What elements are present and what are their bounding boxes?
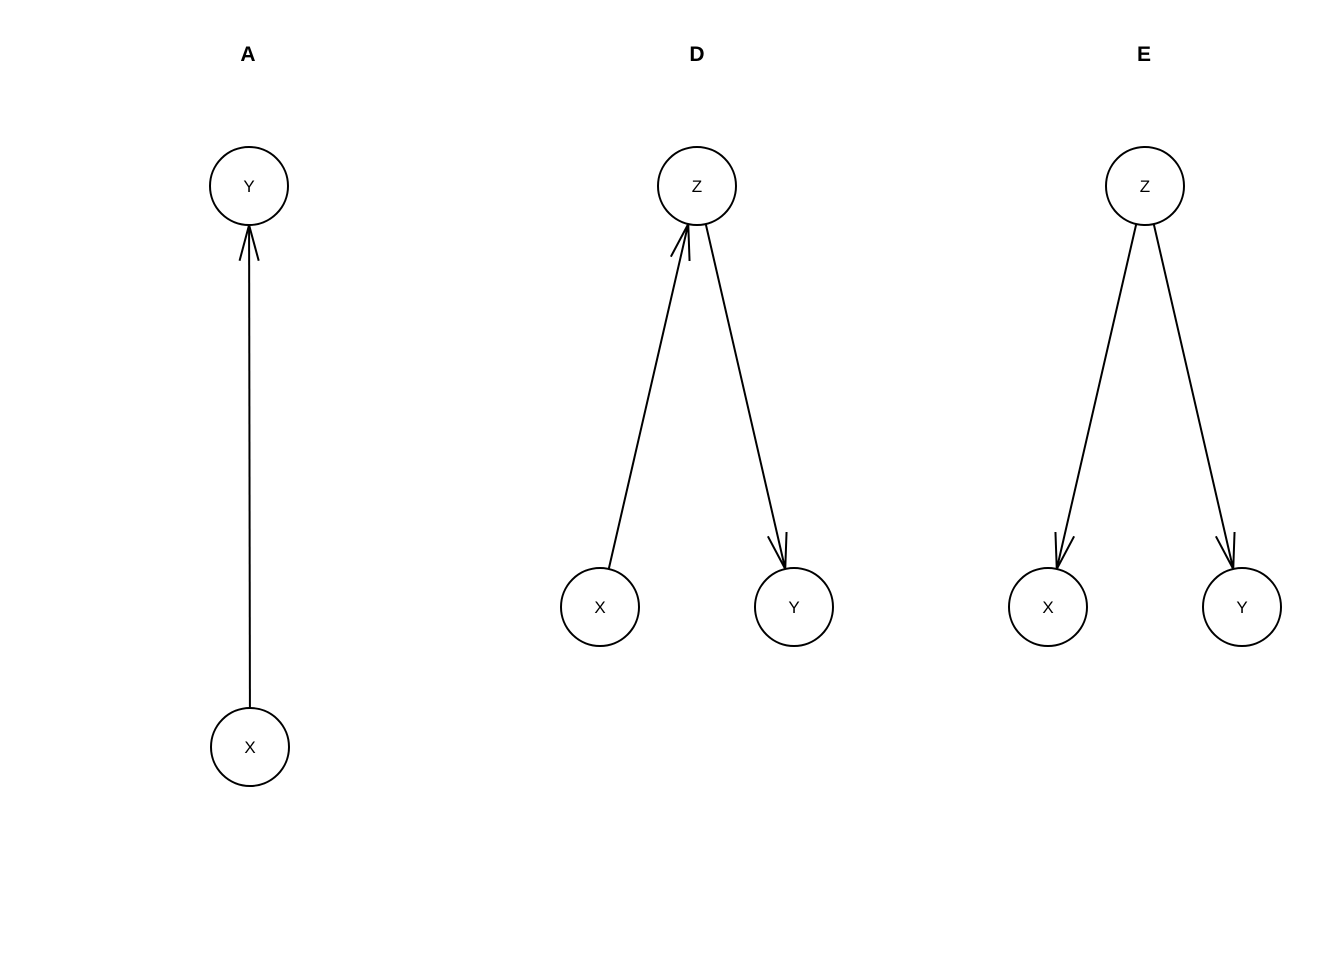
node-E-Y	[1202, 567, 1282, 647]
arrowhead-barb-right-E-Y	[1215, 535, 1235, 570]
arrowhead-barb-right-A-Y	[248, 224, 260, 261]
node-label-E-Z: Z	[1140, 177, 1150, 196]
edge-E-Z-to-Y	[1152, 223, 1235, 570]
node-label-A-X: X	[244, 738, 255, 757]
arrowhead-barb-left-E-X	[1055, 535, 1075, 570]
arrowhead-barb-right-D-Z	[687, 223, 691, 262]
edge-D-Z-to-Y	[704, 223, 787, 570]
node-label-E-X: X	[1042, 598, 1053, 617]
arrowhead-barb-right-E-X	[1054, 531, 1058, 570]
panel-title-A: A	[240, 43, 255, 66]
panel-title-D: D	[689, 43, 704, 66]
node-label-D-Z: Z	[692, 177, 702, 196]
node-A-X	[210, 707, 290, 787]
edge-A-X-to-Y	[248, 224, 251, 709]
edge-E-Z-to-X	[1055, 223, 1138, 570]
panel-title-E: E	[1137, 43, 1151, 66]
node-label-E-Y: Y	[1236, 598, 1247, 617]
node-E-Z	[1105, 146, 1185, 226]
node-D-Y	[754, 567, 834, 647]
node-D-X	[560, 567, 640, 647]
arrowhead-barb-left-A-Y	[238, 224, 251, 262]
node-label-D-X: X	[594, 598, 605, 617]
node-E-X	[1008, 567, 1088, 647]
arrowhead-barb-left-D-Y	[784, 531, 788, 570]
node-D-Z	[657, 146, 737, 226]
arrowhead-barb-left-D-Z	[670, 223, 690, 258]
node-label-D-Y: Y	[788, 598, 799, 617]
arrowhead-barb-right-D-Y	[767, 535, 787, 570]
arrowhead-barb-left-E-Y	[1232, 531, 1236, 570]
edge-D-X-to-Z	[607, 223, 690, 570]
node-A-Y	[209, 146, 289, 226]
node-label-A-Y: Y	[243, 177, 254, 196]
